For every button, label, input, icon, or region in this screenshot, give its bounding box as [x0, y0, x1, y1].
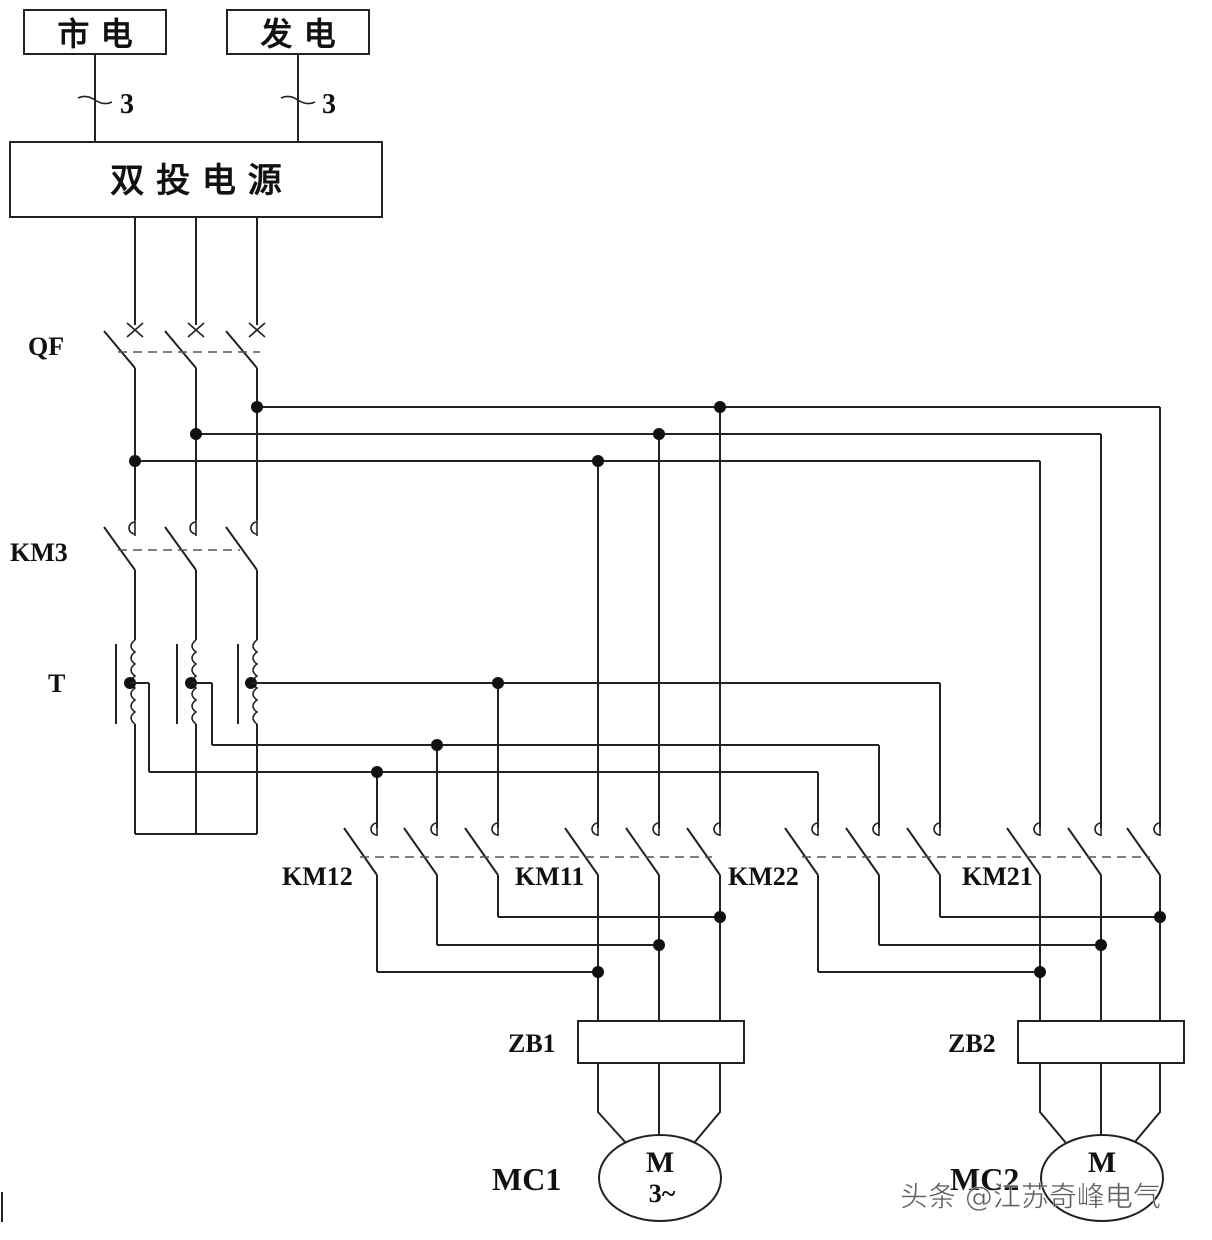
km21-label: KM21	[962, 862, 1033, 891]
km12-label: KM12	[282, 862, 353, 891]
motor1-symbol: M	[646, 1146, 674, 1179]
motor2-label: MC2	[950, 1161, 1019, 1197]
main-buses	[129, 401, 1161, 828]
terminal-box-zb2: ZB2	[948, 1020, 1185, 1064]
autotransformer-label: T	[48, 669, 65, 698]
motor1-phase: 3~	[649, 1179, 676, 1208]
km11-label: KM11	[515, 862, 584, 891]
motor-mc2: M MC2	[950, 1063, 1164, 1222]
autotransformer-t: T	[48, 639, 259, 835]
breaker-qf: QF	[28, 217, 266, 520]
motor2-symbol: M	[1088, 1146, 1116, 1179]
transfer-switch: 双 投 电 源	[9, 141, 383, 218]
motor1-label: MC1	[492, 1161, 561, 1197]
tap-buses	[130, 677, 941, 828]
breaker-label: QF	[28, 332, 64, 361]
source-feeders: 3 3	[77, 54, 336, 142]
motor-mc1: M 3~ MC1	[492, 1063, 722, 1222]
km22-label: KM22	[728, 862, 799, 891]
terminal-box-zb1: ZB1	[508, 1020, 745, 1064]
utility-phase-count: 3	[120, 89, 134, 120]
generator-phase-count: 3	[322, 89, 336, 120]
utility-source: 市 电	[23, 9, 167, 55]
km3-label: KM3	[10, 538, 68, 567]
transfer-switch-label: 双 投 电 源	[110, 161, 282, 201]
contactor-km3: KM3	[10, 520, 258, 640]
watermark: 头条 @江苏奇峰电气	[900, 1180, 1161, 1213]
motor1-feed	[376, 875, 726, 1021]
zb2-label: ZB2	[948, 1029, 996, 1058]
contactor-row: KM12 KM11 KM22 KM21	[282, 822, 1161, 891]
generator-source: 发 电	[226, 9, 370, 55]
zb1-label: ZB1	[508, 1029, 556, 1058]
motor2-feed	[817, 875, 1166, 1021]
utility-label: 市 电	[57, 15, 132, 53]
generator-label: 发 电	[260, 15, 335, 53]
